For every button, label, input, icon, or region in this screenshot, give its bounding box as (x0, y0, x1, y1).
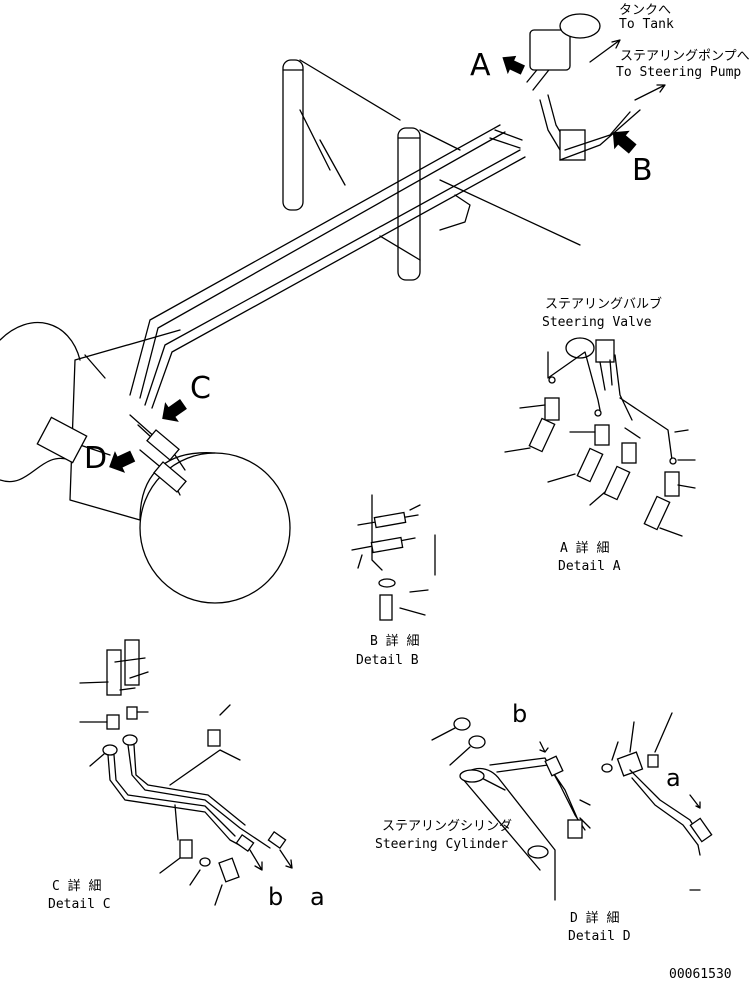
steering-valve-main (529, 13, 641, 161)
drawing-number: 00061530 (669, 967, 732, 981)
port-letter-a-c: a (310, 883, 325, 911)
main-view (0, 13, 641, 604)
port-letter-b-c: b (268, 883, 283, 911)
detail-a-en: Detail A (558, 559, 621, 574)
cab-post-right (397, 127, 421, 281)
to-pump-jp: ステアリングポンプへ (620, 49, 750, 64)
detail-a (504, 337, 696, 537)
detail-d-en: Detail D (568, 929, 631, 944)
detail-c-jp: C 詳 細 (52, 878, 101, 894)
steering-valve-jp: ステアリングバルブ (545, 296, 662, 312)
view-arrows (109, 39, 666, 473)
view-arrow-d (109, 450, 136, 473)
port-letter-b-d: b (512, 700, 527, 728)
steering-valve-en: Steering Valve (542, 315, 652, 330)
view-letter-b: B (632, 153, 653, 188)
cab-post-left (282, 59, 304, 211)
main-tubes (129, 124, 526, 409)
to-pump-en: To Steering Pump (616, 65, 741, 80)
to-tank-en: To Tank (619, 17, 674, 32)
view-arrow-c (162, 399, 187, 422)
detail-c-en: Detail C (48, 897, 111, 912)
detail-b-jp: B 詳 細 (370, 633, 419, 649)
detail-a-jp: A 詳 細 (560, 540, 609, 556)
port-letter-a-d: a (666, 764, 681, 792)
steering-cylinder-en: Steering Cylinder (375, 837, 508, 852)
to-tank-jp: タンクへ (619, 3, 671, 18)
detail-c (79, 639, 293, 906)
detail-d (431, 712, 713, 901)
detail-b-en: Detail B (356, 653, 419, 668)
view-letter-a: A (470, 48, 491, 83)
view-letter-d: D (84, 441, 107, 476)
steering-cylinder-jp: ステアリングシリンダ (382, 819, 512, 834)
view-arrow-b (612, 130, 637, 154)
fender-outline (0, 321, 181, 521)
view-letter-c: C (190, 371, 211, 406)
view-arrow-a (502, 55, 525, 75)
frame-outline (299, 59, 581, 261)
detail-b (351, 494, 436, 621)
detail-d-jp: D 詳 細 (570, 910, 619, 926)
